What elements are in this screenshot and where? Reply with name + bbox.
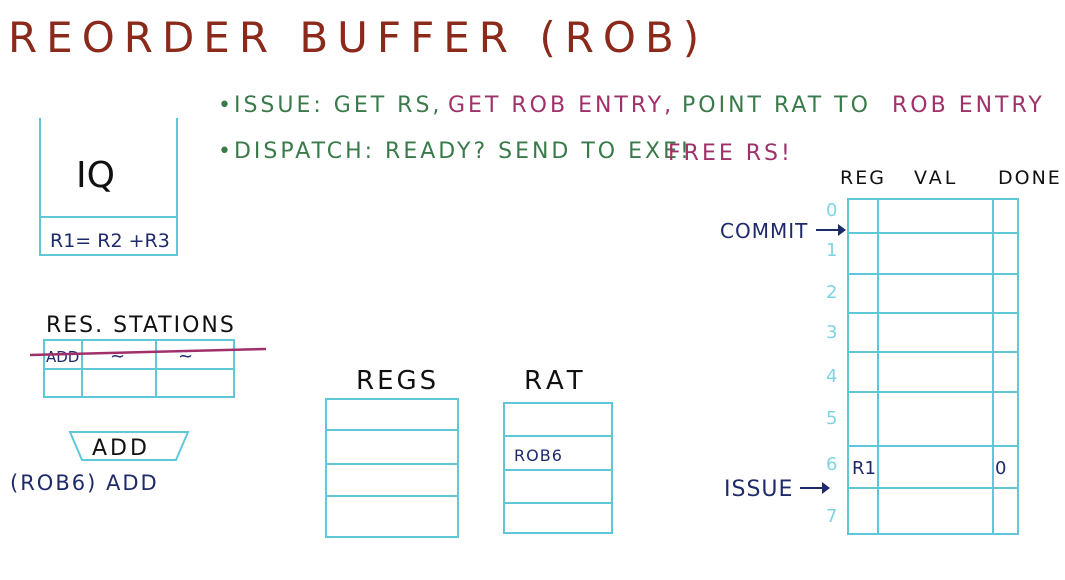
issue-bullet: •ISSUE: GET RS, GET ROB ENTRY, POINT RAT…	[218, 93, 1045, 118]
res-station-operand2: ~	[178, 346, 193, 367]
add-unit-shape	[68, 431, 190, 461]
instruction-queue: IQ R1= R2 +R3	[39, 118, 178, 256]
res-stations-label: RES. STATIONS	[46, 313, 236, 338]
rob-index-5: 5	[826, 408, 837, 429]
reorder-buffer: REG VAL DONE 0 1 2 3 4 5 6 7 R1 0 COMMIT ISSUE	[720, 167, 1062, 535]
reservation-stations: RES. STATIONS ADD ~ ~	[29, 313, 267, 398]
rob-table	[847, 198, 1019, 535]
issue-label: ISSUE	[724, 477, 793, 502]
issue-arrow-head	[822, 482, 830, 494]
rob-index-4: 4	[826, 366, 837, 387]
rob-header-reg: REG	[840, 167, 886, 189]
issue-bullet-prefix: •ISSUE: GET RS,	[218, 93, 442, 118]
regs-table	[325, 398, 459, 538]
rob-row6-reg: R1	[852, 458, 876, 479]
rat-label: RAT	[524, 366, 588, 396]
res-station-op: ADD	[46, 348, 79, 366]
res-station-strike-line	[29, 347, 267, 357]
iq-entry: R1= R2 +R3	[50, 230, 170, 252]
issue-bullet-end: ROB ENTRY	[892, 93, 1045, 118]
dispatch-bullet: •DISPATCH: READY? SEND TO EXE! FREE RS!	[218, 139, 793, 166]
register-alias-table: RAT ROB6	[503, 366, 613, 534]
rat-table	[503, 402, 613, 534]
issue-bullet-rob-entry: GET ROB ENTRY,	[448, 93, 674, 118]
rob-index-6: 6	[826, 454, 837, 475]
register-file: REGS	[325, 366, 459, 538]
issue-bullet-point-rat: POINT RAT TO	[682, 93, 871, 118]
rob-header-val: VAL	[914, 167, 958, 189]
add-unit-label: ADD	[92, 436, 150, 461]
commit-arrow-head	[838, 224, 846, 236]
rob-header-done: DONE	[998, 167, 1062, 189]
rob-row6-done: 0	[995, 458, 1006, 479]
add-unit: ADD (ROB6) ADD	[10, 431, 190, 495]
dispatch-bullet-prefix: •DISPATCH: READY? SEND TO EXE!	[218, 139, 692, 164]
rob-index-0: 0	[826, 200, 837, 221]
iq-outline	[39, 118, 178, 256]
rob-index-2: 2	[826, 282, 837, 303]
rob-index-7: 7	[826, 506, 837, 527]
add-unit-result: (ROB6) ADD	[10, 471, 159, 495]
commit-label: COMMIT	[720, 219, 808, 243]
dispatch-bullet-end: FREE RS!	[668, 141, 793, 166]
rob-index-3: 3	[826, 322, 837, 343]
rat-entry: ROB6	[514, 446, 563, 465]
regs-label: REGS	[356, 366, 439, 396]
res-station-operand1: ~	[110, 346, 125, 367]
iq-label: IQ	[76, 155, 115, 196]
page-title: REORDER BUFFER (ROB)	[8, 13, 708, 62]
rob-index-1: 1	[826, 240, 837, 261]
